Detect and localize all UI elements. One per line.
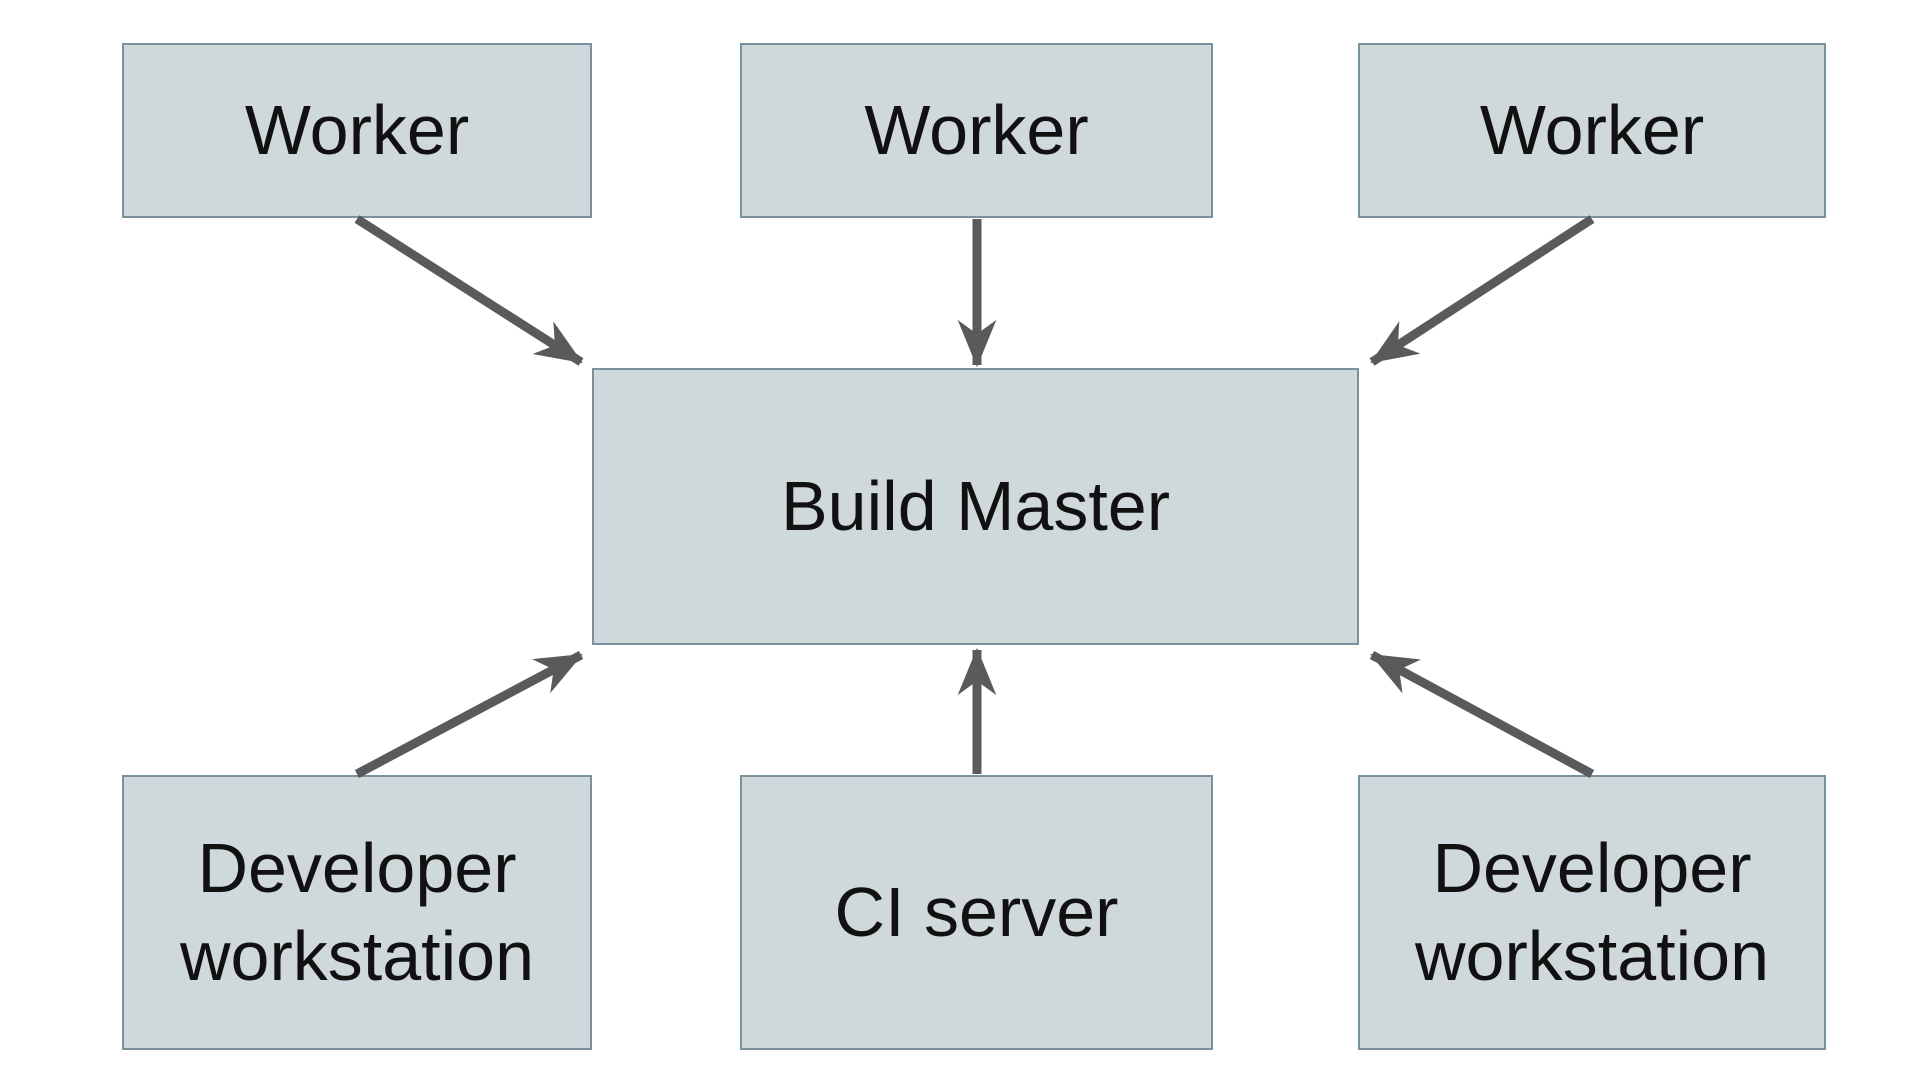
node-worker-1: Worker <box>122 43 592 218</box>
node-label: Worker <box>1479 90 1705 169</box>
node-build-master: Build Master <box>592 368 1359 645</box>
node-label: Worker <box>864 90 1089 169</box>
arrow-worker-1-to-build-master <box>354 215 584 366</box>
node-label: Developer workstation <box>179 829 535 995</box>
node-label: Developer workstation <box>1414 829 1770 995</box>
node-label: Worker <box>244 90 470 169</box>
arrow-worker-3-to-build-master <box>1369 215 1595 366</box>
node-worker-3: Worker <box>1358 43 1826 218</box>
node-label: CI server <box>834 872 1119 951</box>
node-ci-server: CI server <box>740 775 1213 1050</box>
arrow-dev-workstation-right-to-build-master <box>1369 651 1595 778</box>
arrow-dev-workstation-left-to-build-master <box>354 651 584 778</box>
node-dev-workstation-left: Developer workstation <box>122 775 592 1050</box>
node-worker-2: Worker <box>740 43 1213 218</box>
node-dev-workstation-right: Developer workstation <box>1358 775 1826 1050</box>
node-label: Build Master <box>780 466 1171 545</box>
